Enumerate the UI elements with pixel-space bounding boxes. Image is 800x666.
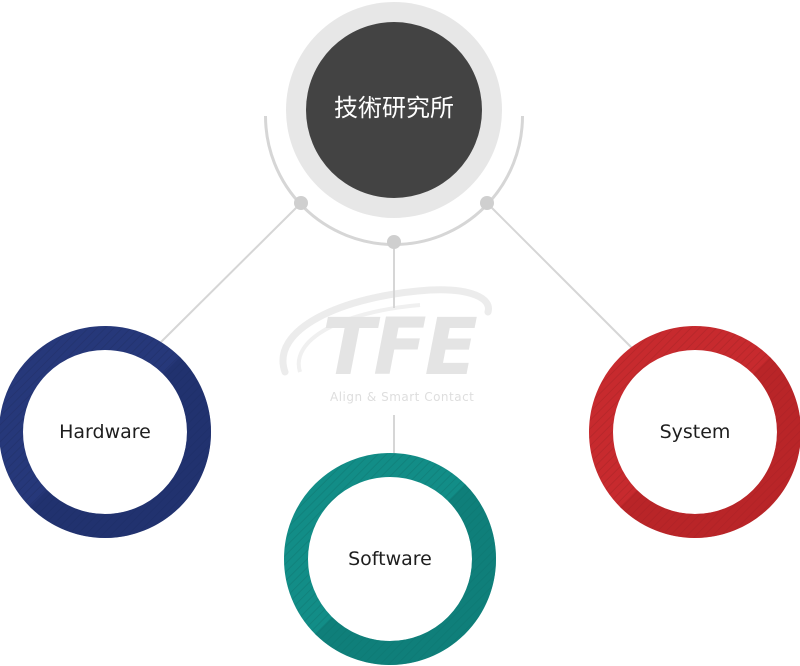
node-system	[589, 326, 800, 539]
center-hub	[264, 2, 524, 249]
connector-dot-right	[480, 196, 494, 210]
center-circle	[306, 22, 482, 198]
connector-hardware	[159, 202, 302, 344]
watermark-tagline: Align & Smart Contact	[330, 390, 475, 404]
connector-system	[486, 202, 633, 349]
connector-dot-left	[294, 196, 308, 210]
watermark-swoosh	[279, 286, 492, 376]
connectors	[159, 202, 633, 455]
connector-dot-middle	[387, 235, 401, 249]
watermark-logo-text: TFE	[322, 303, 478, 393]
node-hardware	[0, 326, 212, 539]
system-label: System	[659, 421, 731, 443]
node-software	[284, 453, 497, 666]
center-label: 技術研究所	[334, 94, 454, 122]
tfe-watermark-logo	[279, 286, 492, 376]
hardware-label: Hardware	[59, 421, 151, 443]
software-label: Software	[348, 548, 432, 570]
